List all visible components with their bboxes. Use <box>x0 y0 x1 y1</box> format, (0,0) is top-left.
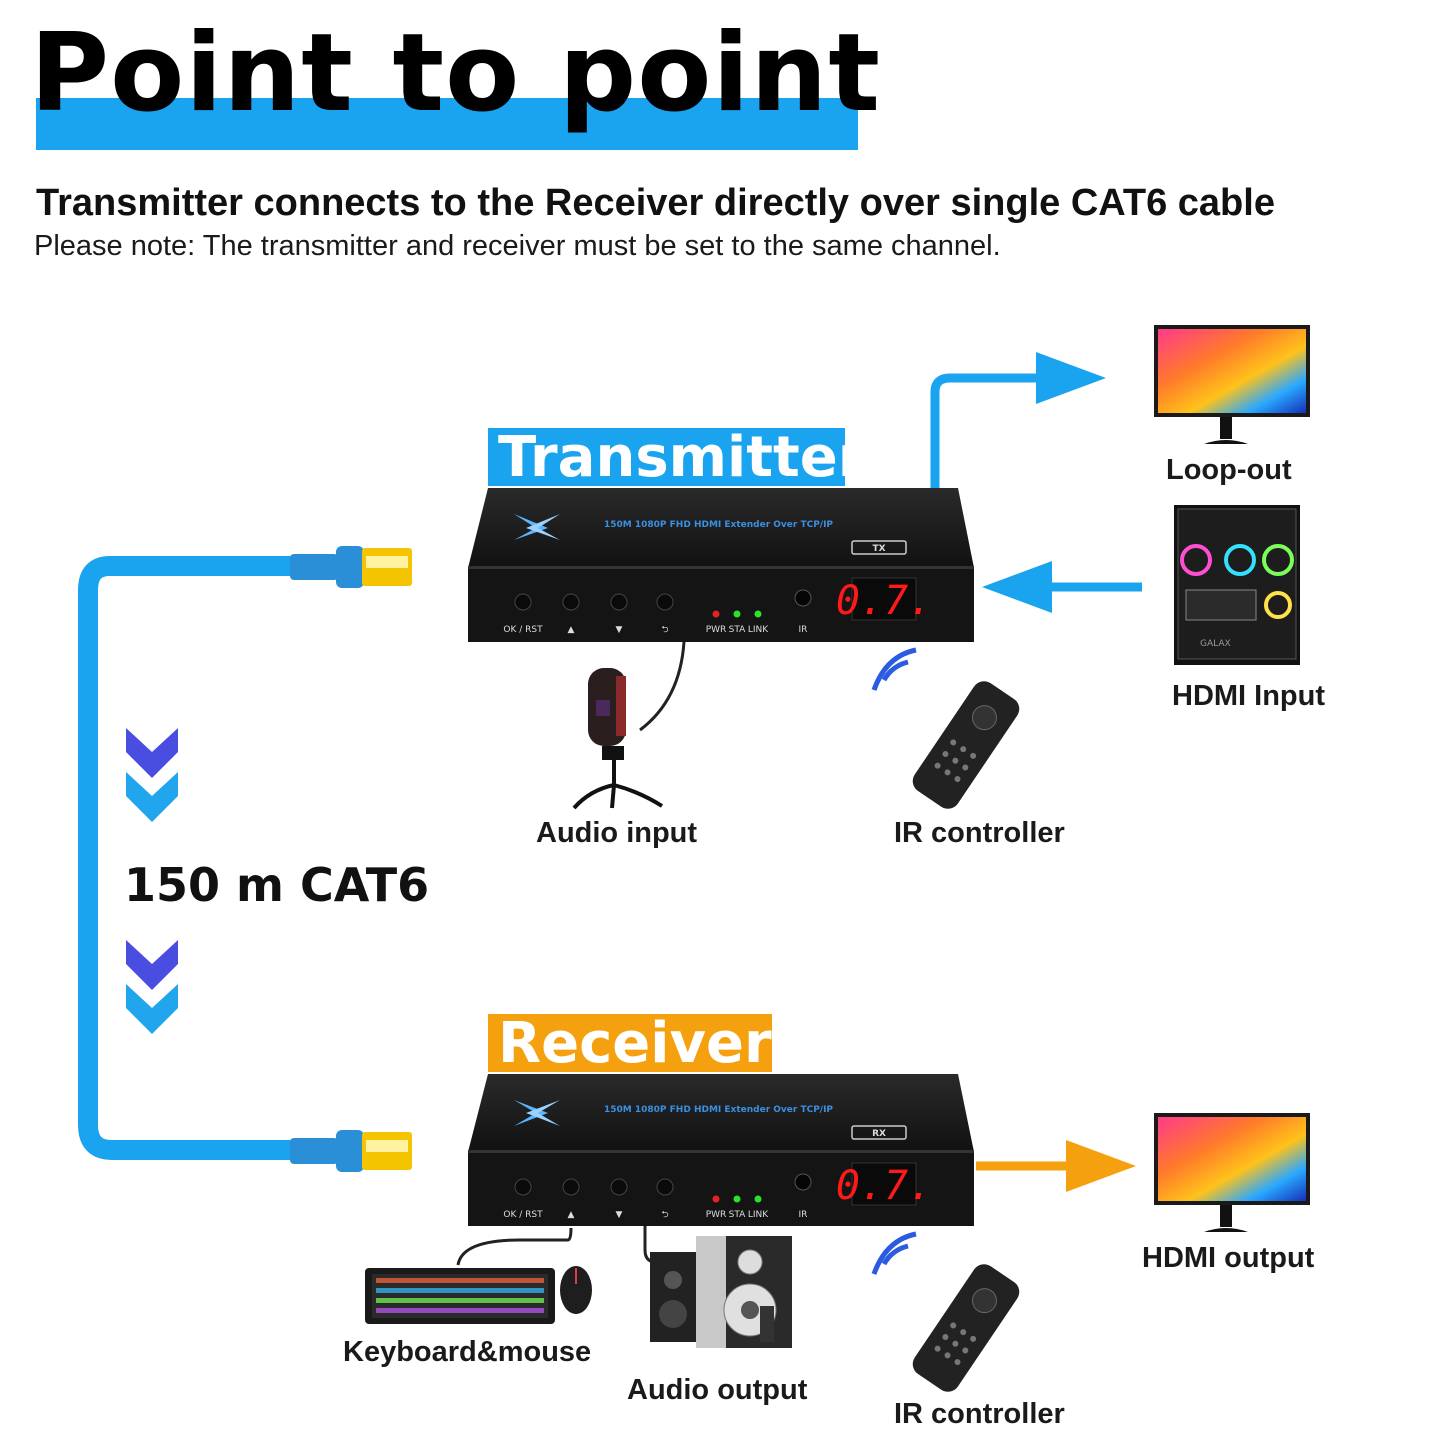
ir-controller-rx-label: IR controller <box>894 1398 1065 1430</box>
channel-display: 0.7. <box>836 1163 932 1209</box>
led-label: LINK <box>748 625 769 635</box>
hdmi-input-label: HDMI Input <box>1172 680 1326 712</box>
pc-tower-icon: GALAX <box>1174 505 1300 665</box>
pc-brand-text: GALAX <box>1200 639 1231 649</box>
rj45-connector-top-icon <box>290 546 412 588</box>
led-label: STA <box>729 1210 747 1220</box>
mouse-icon <box>560 1266 592 1314</box>
keyboard-mouse-label: Keyboard&mouse <box>343 1336 592 1368</box>
receiver-tag: Receiver <box>488 1014 772 1072</box>
led-label: STA <box>729 625 747 635</box>
led-pwr <box>712 1195 720 1203</box>
led-label: PWR <box>706 1210 727 1220</box>
title-underline-bar <box>36 98 858 150</box>
led-pwr <box>712 610 720 618</box>
button-label: ⮌ <box>661 1210 668 1220</box>
led-link <box>754 610 762 618</box>
led-link <box>754 1195 762 1203</box>
device-model-text: 150M 1080P FHD HDMI Extender Over TCP/IP <box>604 1105 833 1115</box>
microphone-cable <box>639 641 686 732</box>
page-title: Point to point <box>30 11 881 136</box>
device-model-text: 150M 1080P FHD HDMI Extender Over TCP/IP <box>604 520 833 530</box>
button-label: ▲ <box>568 1210 575 1220</box>
tx-badge: TX <box>872 544 885 554</box>
channel-display: 0.7. <box>836 578 932 624</box>
chevron-down-icon <box>126 940 178 1034</box>
audio-output-label: Audio output <box>627 1374 808 1406</box>
audio-input-label: Audio input <box>536 817 698 849</box>
brand-logo-icon <box>514 514 560 540</box>
ir-label: IR <box>799 625 808 635</box>
loop-out-arrow <box>930 373 1040 488</box>
monitor-loop-out-icon <box>1154 325 1310 444</box>
button-label: ▼ <box>616 625 623 635</box>
hdmi-output-label: HDMI output <box>1142 1242 1315 1274</box>
transmitter-device: 150M 1080P FHD HDMI Extender Over TCP/IP… <box>468 488 974 642</box>
ir-label: IR <box>799 1210 808 1220</box>
button-label: ⮌ <box>661 625 668 635</box>
monitor-hdmi-output-icon <box>1154 1113 1310 1232</box>
receiver-device: 150M 1080P FHD HDMI Extender Over TCP/IP… <box>468 1074 974 1226</box>
page-note: Please note: The transmitter and receive… <box>34 230 1001 262</box>
page-subtitle: Transmitter connects to the Receiver dir… <box>36 182 1275 224</box>
button-label: ▲ <box>568 625 575 635</box>
led-label: LINK <box>748 1210 769 1220</box>
led-label: PWR <box>706 625 727 635</box>
chevron-down-icon <box>126 728 178 822</box>
keyboard-cable <box>456 1227 573 1266</box>
brand-logo-icon <box>514 1100 560 1126</box>
remote-control-icon <box>912 681 1020 809</box>
ir-controller-tx-label: IR controller <box>894 817 1065 849</box>
cat6-cable <box>78 556 300 1160</box>
button-label: OK / RST <box>503 625 543 635</box>
rx-badge: RX <box>872 1129 886 1139</box>
cable-length-label: 150 m CAT6 <box>124 858 430 912</box>
led-sta <box>733 1195 741 1203</box>
button-label: OK / RST <box>503 1210 543 1220</box>
keyboard-icon <box>365 1268 555 1324</box>
rj45-connector-bottom-icon <box>290 1130 412 1172</box>
button-label: ▼ <box>616 1210 623 1220</box>
microphone-icon <box>572 668 664 810</box>
loop-out-label: Loop-out <box>1166 454 1292 486</box>
ir-signal-icon <box>871 1231 917 1275</box>
speaker-icon <box>650 1236 792 1348</box>
transmitter-tag: Transmitter <box>488 428 865 486</box>
remote-control-icon <box>912 1264 1020 1392</box>
ir-signal-icon <box>871 647 917 691</box>
led-sta <box>733 610 741 618</box>
